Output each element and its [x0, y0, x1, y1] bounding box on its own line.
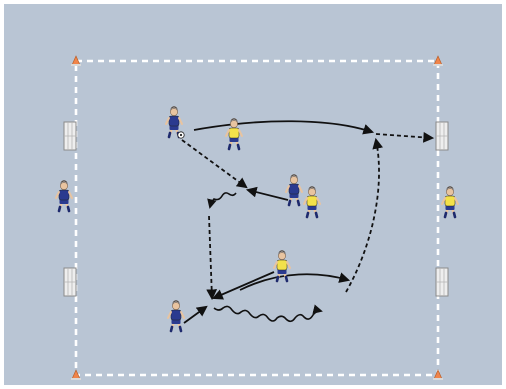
goal-right-bottom — [435, 267, 449, 297]
player-yellow-middle — [303, 186, 321, 219]
run-arrow-solid-curve — [239, 272, 351, 291]
player-yellow-top — [225, 118, 243, 151]
pass-arrow-solid-left — [245, 186, 289, 201]
goal-right-top — [435, 121, 449, 151]
pass-arrow-solid-bottom-left — [183, 305, 208, 324]
goal-left-bottom — [63, 267, 77, 297]
player-blue-bottom-left — [167, 300, 185, 333]
dribble-arrow-wavy-long — [213, 304, 323, 323]
run-arrow-dashed-long-curve — [345, 137, 383, 293]
player-blue-middle — [285, 174, 303, 207]
ball — [177, 131, 185, 139]
run-arrow-dashed-to-right-goal — [375, 131, 435, 143]
player-yellow-right-side — [441, 186, 459, 219]
cone-bottom-left — [71, 369, 81, 380]
cone-top-left — [71, 55, 81, 66]
player-blue-left-side — [55, 180, 73, 213]
player-yellow-bottom — [273, 250, 291, 283]
goal-left-top — [63, 121, 77, 151]
cone-bottom-right — [433, 369, 443, 380]
pass-arrow-solid-from-yellow — [212, 271, 275, 300]
cone-top-right — [433, 55, 443, 66]
pass-arrow-solid-top — [193, 120, 375, 135]
pitch-boundary-dashed — [74, 59, 440, 377]
run-arrow-dashed-diagonal — [181, 139, 248, 189]
dribble-arrow-short — [207, 192, 237, 209]
